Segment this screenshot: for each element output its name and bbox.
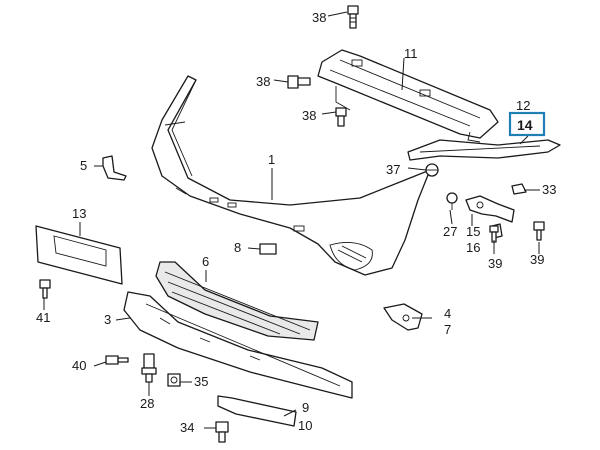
callout-14: 14 (517, 117, 533, 133)
highlight-box-14 (508, 111, 546, 137)
callout-16: 16 (466, 240, 480, 255)
callout-6: 6 (202, 254, 209, 269)
clip-part-33 (511, 183, 527, 195)
callout-5: 5 (80, 158, 87, 173)
side-bracket-small (383, 303, 423, 331)
clip-part-8 (259, 243, 277, 255)
callout-labels: 38 38 38 11 12 14 1 5 37 33 13 8 27 15 1… (36, 10, 556, 435)
leader-lines (43, 11, 540, 429)
callout-39-b: 39 (530, 252, 544, 267)
callout-41: 41 (36, 310, 50, 325)
bolt-28 (141, 353, 157, 383)
callout-8: 8 (234, 240, 241, 255)
bolt-38-mid (287, 75, 311, 89)
clip-37 (425, 163, 439, 177)
callout-12: 12 (516, 98, 530, 113)
callout-7: 7 (444, 322, 451, 337)
callout-27: 27 (443, 224, 457, 239)
callout-4: 4 (444, 306, 451, 321)
side-spacer-15 (465, 195, 515, 223)
upper-absorber-beam (317, 49, 499, 143)
callout-39-a: 39 (488, 256, 502, 271)
bolt-38-low (335, 107, 347, 127)
nut-35 (167, 373, 181, 387)
callout-35: 35 (194, 374, 208, 389)
callout-38-top: 38 (312, 10, 326, 25)
lower-molding (217, 395, 297, 427)
callout-34: 34 (180, 420, 194, 435)
license-plate-base (35, 225, 123, 285)
callout-9: 9 (302, 400, 309, 415)
front-bumper-face (151, 75, 431, 276)
callout-37: 37 (386, 162, 400, 177)
screw-41 (39, 279, 51, 299)
lower-garnish-frame (123, 291, 353, 399)
callout-33: 33 (542, 182, 556, 197)
bolt-38-top (347, 5, 359, 29)
callout-38-mid: 38 (256, 74, 270, 89)
callout-11: 11 (404, 46, 418, 61)
callout-15: 15 (466, 224, 480, 239)
lower-grille-mesh (155, 261, 319, 341)
clip-27 (446, 192, 458, 210)
callout-38-low: 38 (302, 108, 316, 123)
fasteners (39, 5, 545, 443)
callout-28: 28 (140, 396, 154, 411)
screw-39-b (533, 221, 545, 241)
callout-1: 1 (268, 152, 275, 167)
screw-40 (105, 355, 129, 365)
callout-3: 3 (104, 312, 111, 327)
bolt-34 (215, 421, 229, 443)
side-strip-retainer (407, 139, 561, 161)
callout-40: 40 (72, 358, 86, 373)
callout-13: 13 (72, 206, 86, 221)
callout-10: 10 (298, 418, 312, 433)
bracket-part-5 (102, 155, 127, 181)
